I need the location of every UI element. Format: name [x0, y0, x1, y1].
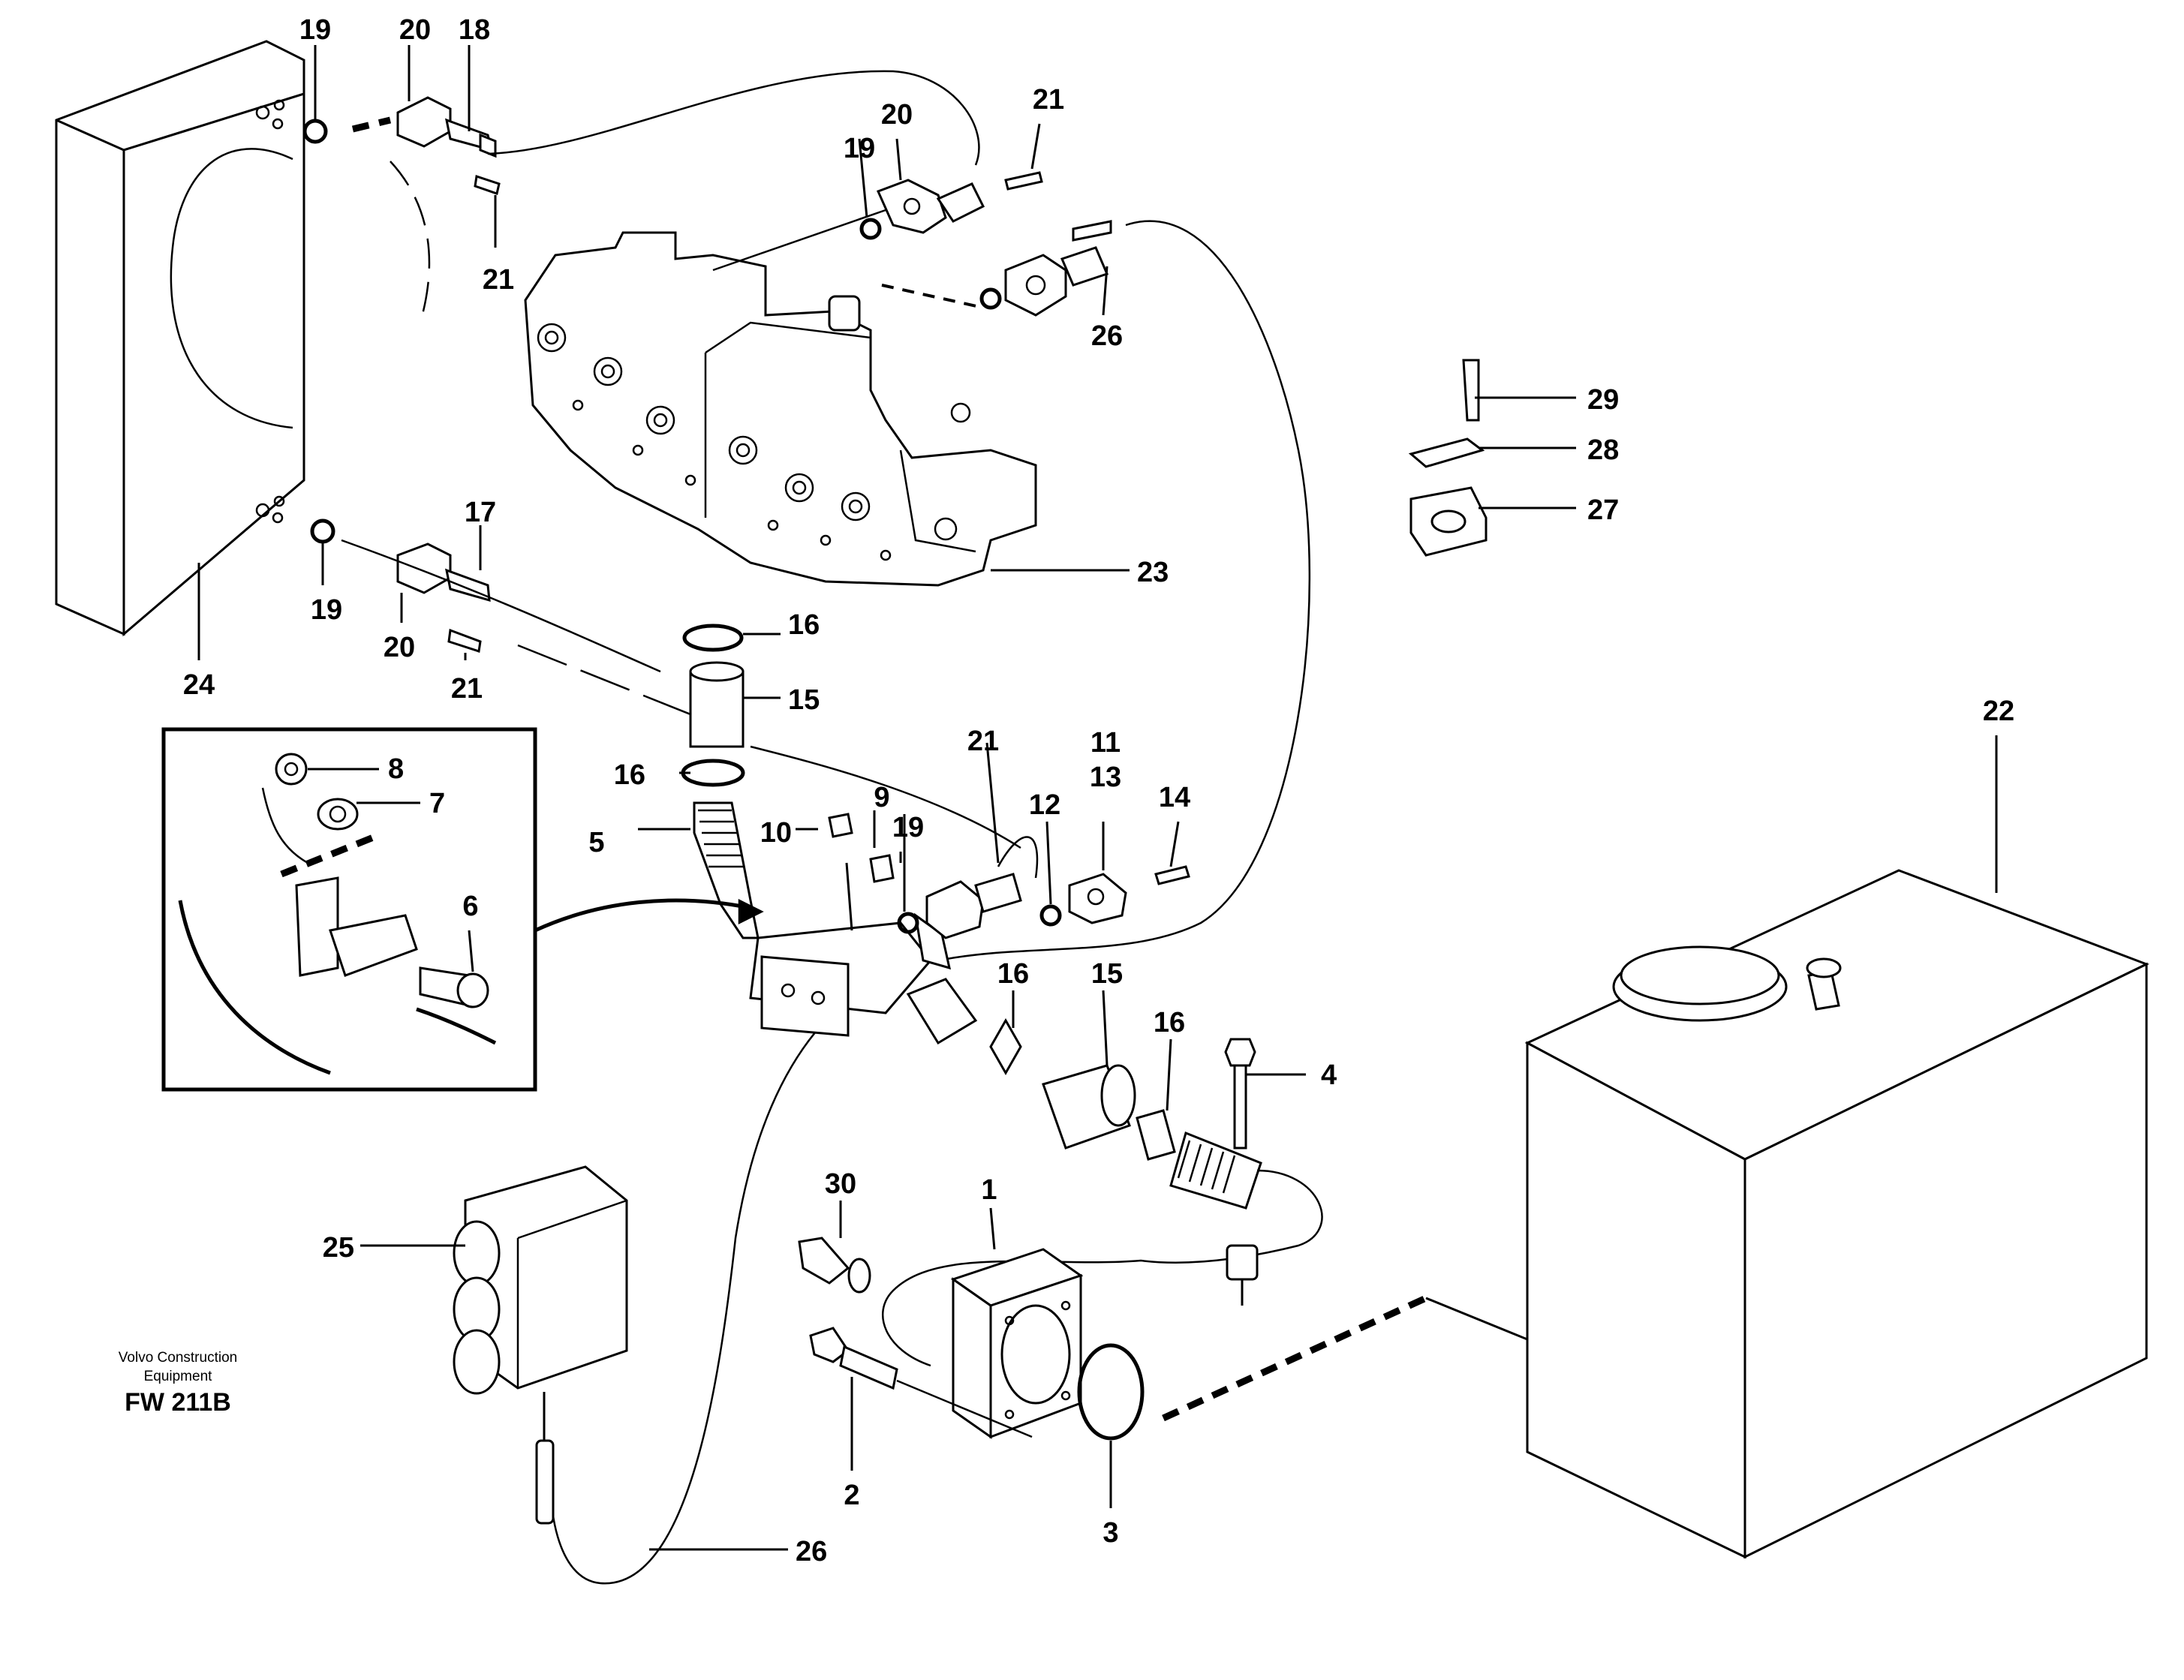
- callout-30: 30: [825, 1168, 856, 1200]
- control-valve: [524, 231, 1130, 587]
- callout-19: 19: [299, 14, 331, 46]
- callout-27: 27: [1587, 494, 1619, 526]
- callout-13: 13: [1090, 762, 1121, 793]
- callout-3: 3: [1103, 1517, 1118, 1549]
- callout-labels: 19 20 18 21 20 19 21 26 29 28 27 23 17 1…: [183, 14, 2014, 1567]
- callout-16: 16: [788, 609, 820, 641]
- callout-26: 26: [1091, 320, 1123, 352]
- callout-9: 9: [874, 782, 889, 813]
- callout-28: 28: [1587, 434, 1619, 466]
- callout-21: 21: [451, 673, 483, 705]
- callout-14: 14: [1159, 782, 1190, 813]
- callout-20: 20: [881, 99, 913, 131]
- callout-8: 8: [388, 753, 404, 785]
- callout-16: 16: [997, 958, 1029, 990]
- callout-21: 21: [483, 264, 514, 296]
- callout-11: 11: [1090, 727, 1121, 759]
- callout-29: 29: [1587, 384, 1619, 416]
- callout-1: 1: [981, 1174, 997, 1206]
- upper-hose-connector: [679, 624, 781, 787]
- manifold-assembly: [638, 742, 1039, 1045]
- callout-18: 18: [459, 14, 490, 46]
- callout-20: 20: [384, 632, 415, 663]
- callout-16: 16: [614, 759, 645, 791]
- publisher-name: Volvo Construction: [119, 1350, 237, 1366]
- callout-15: 15: [1091, 958, 1123, 990]
- callout-20: 20: [399, 14, 431, 46]
- oil-cooler: [55, 40, 431, 660]
- callout-2: 2: [844, 1480, 859, 1511]
- upper-middle-fitting: [712, 123, 1043, 272]
- callout-24: 24: [183, 669, 215, 701]
- bolt-4: [1224, 1038, 1306, 1150]
- callout-22: 22: [1983, 696, 2014, 727]
- callout-21: 21: [1033, 84, 1064, 116]
- callout-12: 12: [1029, 789, 1060, 821]
- callout-25: 25: [323, 1232, 354, 1264]
- detail-inset: [161, 727, 764, 1092]
- figure-code: FW 211B: [125, 1388, 231, 1417]
- upper-right-fitting: [881, 220, 1112, 317]
- callout-15: 15: [788, 684, 820, 716]
- callout-19: 19: [892, 812, 924, 843]
- callout-10: 10: [760, 817, 792, 849]
- callout-17: 17: [465, 497, 496, 528]
- callout-5: 5: [588, 827, 604, 858]
- publisher-subtitle: Equipment: [144, 1369, 213, 1384]
- pipe-side-fitting: [1039, 821, 1190, 927]
- callout-26: 26: [796, 1536, 827, 1567]
- hydraulic-tank: [1425, 735, 2149, 1559]
- callout-21: 21: [967, 726, 999, 757]
- upper-left-fitting: [302, 45, 501, 248]
- valve-block-25: [360, 1165, 628, 1525]
- callout-16: 16: [1154, 1007, 1185, 1038]
- callout-6: 6: [462, 891, 478, 922]
- callout-19: 19: [844, 133, 875, 164]
- tank-flange: [798, 1201, 1427, 1508]
- publisher-footer: Volvo Construction Equipment FW 211B: [119, 1350, 237, 1417]
- suction-hose: [881, 990, 1323, 1367]
- callout-19: 19: [311, 594, 342, 626]
- tube-clamp: [1408, 359, 1576, 557]
- callout-7: 7: [429, 788, 445, 819]
- callout-4: 4: [1321, 1059, 1337, 1091]
- callout-23: 23: [1137, 557, 1169, 588]
